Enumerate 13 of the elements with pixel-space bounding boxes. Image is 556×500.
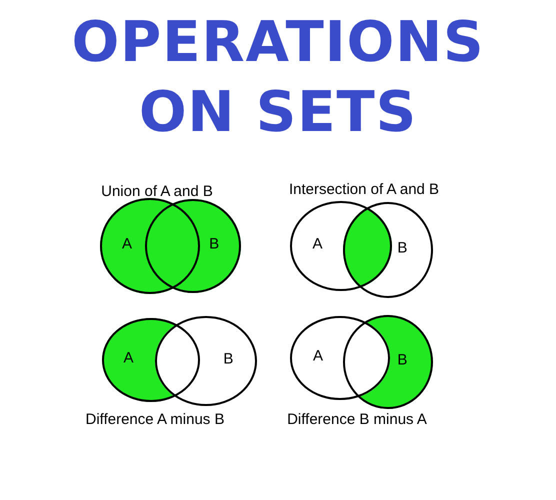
set-label: B (209, 236, 220, 253)
title: OPERATIONS ON SETS (70, 9, 486, 147)
caption: Difference A minus B (86, 411, 224, 428)
set-label: B (397, 240, 408, 257)
caption: Intersection of A and B (288, 181, 440, 198)
set-label: B (223, 350, 234, 368)
caption: Difference B minus A (287, 411, 427, 428)
set-label: A (313, 348, 323, 365)
caption: Union of A and B (101, 183, 213, 200)
set-label: A (122, 236, 132, 253)
set-label: A (312, 236, 323, 253)
set-label: A (123, 350, 134, 367)
set-label: B (397, 352, 408, 369)
